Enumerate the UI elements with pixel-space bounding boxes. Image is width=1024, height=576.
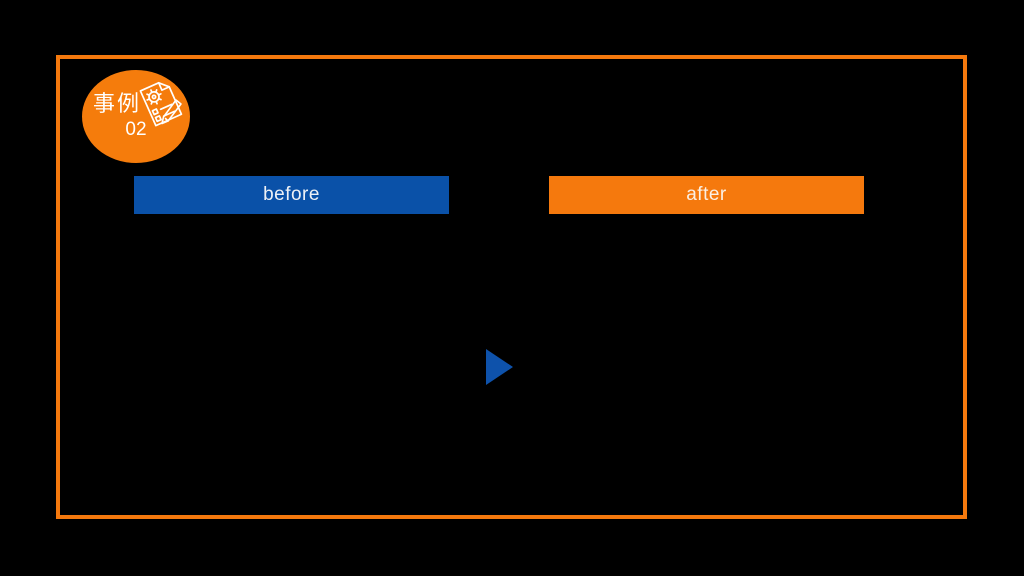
document-gear-pencil-icon [139, 81, 183, 127]
case-badge-number: 02 [125, 119, 147, 140]
case-badge-label: 事例 [93, 91, 142, 116]
slide-frame-border [56, 55, 967, 519]
case-number-badge: 事例 02 [82, 70, 190, 163]
before-label-bar: before [134, 176, 449, 214]
right-arrow-icon [486, 349, 513, 385]
after-label: after [686, 184, 727, 205]
after-label-bar: after [549, 176, 864, 214]
before-label: before [263, 184, 320, 205]
